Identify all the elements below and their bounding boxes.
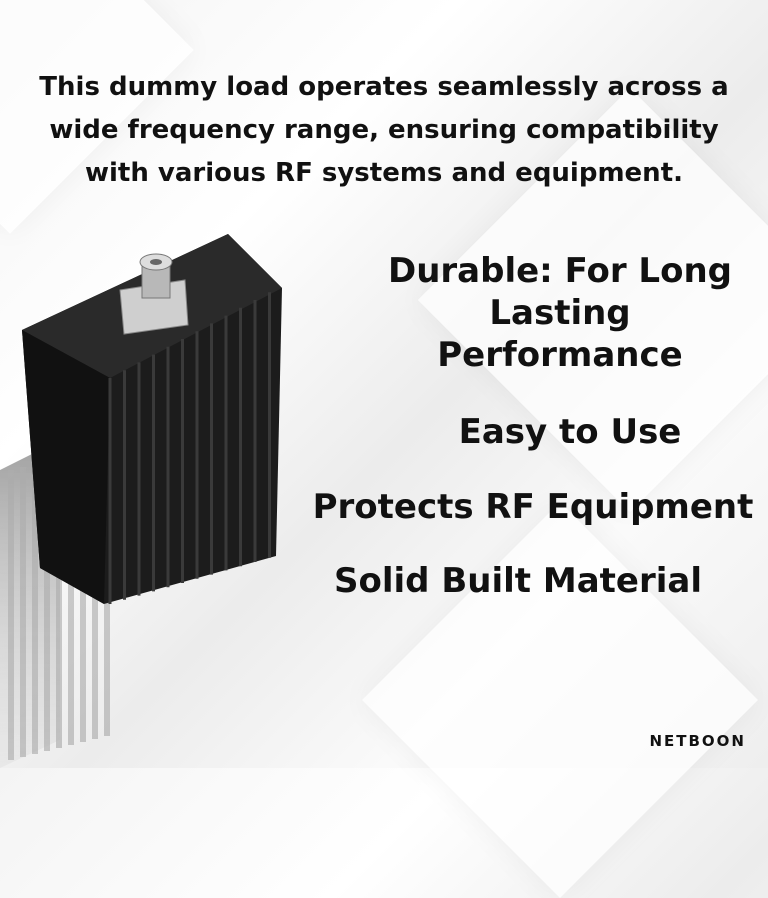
reflection-fin [44,461,50,751]
reflection-fin [80,452,86,742]
intro-text: This dummy load operates seamlessly acro… [0,66,768,195]
feature-durable: Durable: For Long Lasting Performance [360,250,760,376]
reflection-fin [20,467,26,757]
product-image-dummy-load [0,234,282,768]
feature-line: Performance [437,335,683,375]
feature-line: Lasting [489,293,631,333]
intro-line: This dummy load operates seamlessly acro… [39,72,729,102]
reflection-fin [56,458,62,748]
feature-easy-to-use: Easy to Use [458,412,682,452]
netboon-logo: NETBOON [649,732,746,750]
reflection-fin [32,464,38,754]
reflection-fin [8,470,14,760]
n-type-connector [119,253,189,335]
intro-line: with various RF systems and equipment. [85,158,683,188]
intro-line: wide frequency range, ensuring compatibi… [49,115,719,145]
reflection-fin [68,455,74,745]
feature-solid-built: Solid Built Material [334,561,702,601]
feature-protects-rf: Protects RF Equipment [312,487,754,527]
feature-line: Durable: For Long [387,251,732,291]
